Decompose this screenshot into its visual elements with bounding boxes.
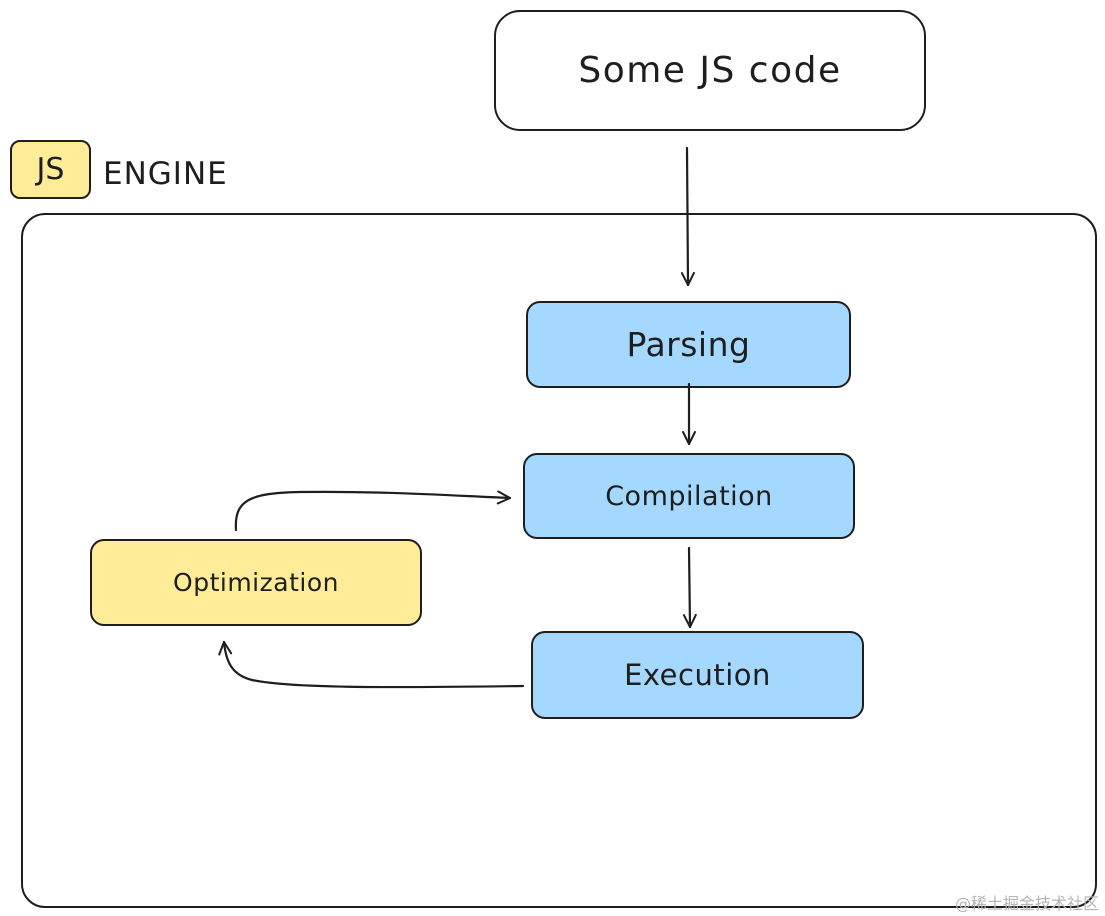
engine-label: ENGINE (103, 156, 228, 192)
engine-container (21, 213, 1097, 908)
parsing-label: Parsing (626, 325, 751, 364)
source-code-node[interactable]: Some JS code (494, 10, 926, 131)
engine-badge-label: JS (36, 152, 65, 187)
compilation-node[interactable]: Compilation (523, 453, 855, 539)
arrow-optimization-to-compilation (234, 490, 512, 532)
arrow-source-to-parsing (680, 146, 695, 287)
arrow-compilation-to-execution (682, 546, 697, 629)
engine-badge: JS (10, 140, 91, 199)
compilation-label: Compilation (605, 480, 773, 512)
optimization-node[interactable]: Optimization (90, 539, 422, 626)
arrow-execution-to-optimization (218, 640, 525, 689)
watermark: @稀土掘金技术社区 (954, 894, 1099, 913)
execution-label: Execution (624, 658, 771, 692)
optimization-label: Optimization (173, 568, 339, 597)
source-code-label: Some JS code (578, 50, 842, 91)
execution-node[interactable]: Execution (531, 631, 864, 719)
